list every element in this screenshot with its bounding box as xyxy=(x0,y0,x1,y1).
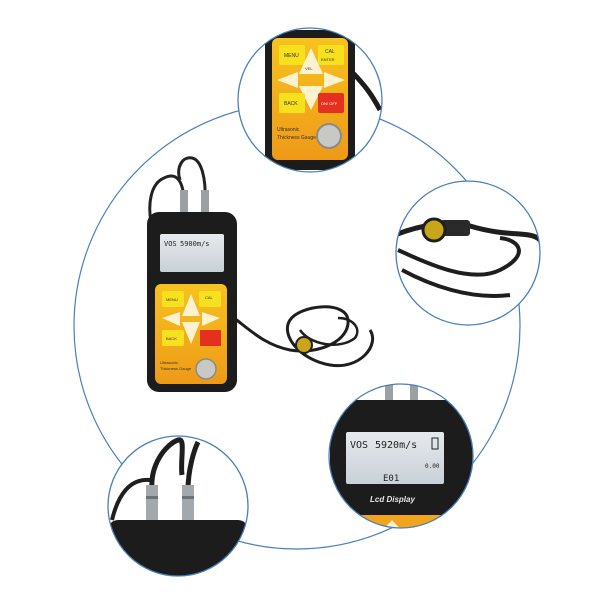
main-key-up[interactable] xyxy=(182,294,200,316)
main-key-down[interactable] xyxy=(182,322,200,344)
main-lcd-reading: 5900m/s xyxy=(180,240,210,248)
zoom-lcd: VOS 5920m/s 0.00 E01 Lcd Display xyxy=(328,383,474,529)
zoom-lcd-screen xyxy=(346,432,444,484)
zoom-cable-right xyxy=(185,440,201,491)
main-lcd xyxy=(160,234,224,272)
main-key-back[interactable] xyxy=(162,330,184,346)
main-brand-line1: Ultrasonic xyxy=(160,360,178,365)
probe-head xyxy=(295,336,313,354)
connector-left xyxy=(180,190,188,215)
main-key-cal[interactable] xyxy=(199,291,221,307)
zoom-key-power[interactable] xyxy=(318,93,344,113)
zoom-probe xyxy=(395,180,541,326)
main-probe-socket xyxy=(195,358,217,380)
zoom-key-vel-label: VEL xyxy=(305,66,313,71)
probe-cable-right xyxy=(177,156,207,201)
zoom-key-back[interactable] xyxy=(279,93,305,113)
main-key-menu[interactable] xyxy=(162,291,184,307)
zoom-key-enter-label: ENTER xyxy=(321,57,335,62)
main-key-cal-label: CAL xyxy=(205,295,214,300)
zoom-lcd-keypad-strip xyxy=(350,515,455,528)
zoom-probe-head xyxy=(421,217,447,243)
zoom-brand-line1: Ultrasonic xyxy=(277,127,300,133)
main-lcd-mode: VOS xyxy=(164,240,177,248)
zoom-device-top xyxy=(108,520,248,576)
zoom-connector-left xyxy=(146,485,158,521)
zoom-key-up[interactable] xyxy=(299,48,323,74)
zoom-connector-right-band xyxy=(182,496,194,499)
zoom-key-menu-label: MENU xyxy=(284,53,299,59)
zoom-key-down[interactable] xyxy=(299,86,323,110)
zoom-key-back-label: BACK xyxy=(284,101,298,107)
zoom-key-cal[interactable] xyxy=(318,45,344,65)
zoom-lcd-battery-icon xyxy=(431,437,439,450)
zoom-keypad: MENU CAL ENTER VEL BACK ON/ OFF Ultrason… xyxy=(237,27,383,173)
connector-right xyxy=(201,190,209,215)
main-key-menu-label: MENU xyxy=(166,297,178,302)
zoom-key-menu[interactable] xyxy=(279,45,305,65)
zoom-lcd-code: E01 xyxy=(383,474,399,484)
zoom-lcd-mode: VOS xyxy=(350,440,368,451)
zoom-key-power-label: ON/ OFF xyxy=(321,101,338,106)
zoom-key-cal-label: CAL xyxy=(325,49,335,55)
zoom-key-right[interactable] xyxy=(324,72,345,88)
main-brand-line2: Thickness Gauge xyxy=(160,366,192,371)
zoom-connector-right xyxy=(182,485,194,521)
main-key-left[interactable] xyxy=(162,312,180,326)
zoom-cable-left xyxy=(149,437,185,491)
zoom-connector-left-band xyxy=(146,496,158,499)
main-device: VOS 5900m/s MENU CAL BACK Ultrasonic Thi… xyxy=(147,156,374,392)
zoom-brand-line2: Thickness Gauge xyxy=(277,135,316,141)
main-key-back-label: BACK xyxy=(166,336,177,341)
zoom-lcd-reading: 5920m/s xyxy=(375,440,417,451)
zoom-key-left[interactable] xyxy=(277,72,298,88)
zoom-probe-socket xyxy=(316,123,342,149)
probe-cable-left xyxy=(148,174,186,223)
zoom-lcd-small-value: 0.00 xyxy=(425,463,440,470)
zoom-connectors xyxy=(107,435,249,577)
probe-coil-cable-2 xyxy=(298,316,359,346)
zoom-lcd-caption: Lcd Display xyxy=(370,495,415,504)
main-key-right[interactable] xyxy=(202,312,220,326)
probe-coil-cable xyxy=(233,305,374,368)
main-key-power[interactable] xyxy=(200,330,221,346)
